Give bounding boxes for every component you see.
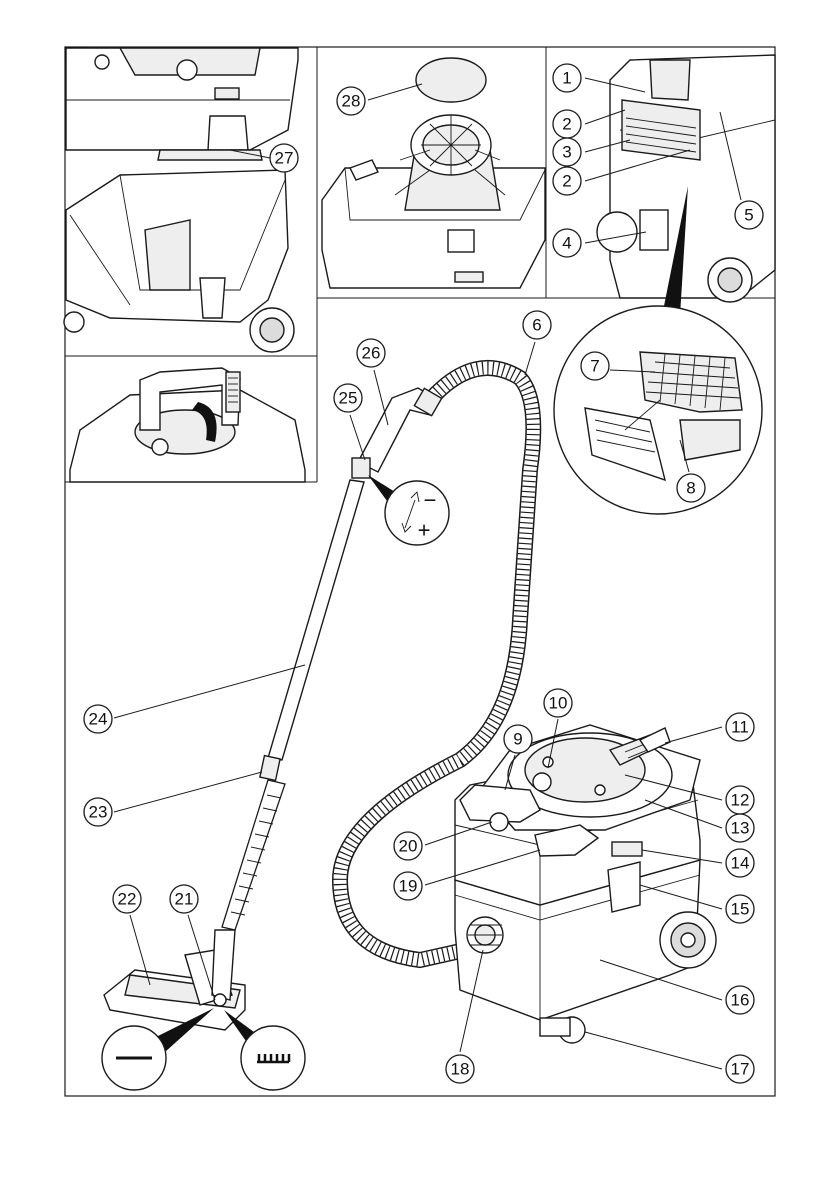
callout-22: 22 xyxy=(113,885,141,913)
callout-9: 9 xyxy=(504,725,532,753)
svg-text:23: 23 xyxy=(89,803,108,822)
svg-text:26: 26 xyxy=(362,344,381,363)
suction-regulator-bubble: − + xyxy=(368,475,449,545)
callout-13: 13 xyxy=(726,814,754,842)
svg-text:17: 17 xyxy=(731,1060,750,1079)
panel-filter-removal xyxy=(70,368,305,482)
callout-2-second: 2 xyxy=(553,167,581,195)
svg-text:4: 4 xyxy=(562,234,571,253)
svg-text:13: 13 xyxy=(731,819,750,838)
floor-mode-brush xyxy=(241,1026,305,1090)
callout-24: 24 xyxy=(84,705,112,733)
filter-detail-bubble xyxy=(554,306,762,514)
callout-25: 25 xyxy=(334,384,362,412)
svg-text:22: 22 xyxy=(118,890,137,909)
svg-text:14: 14 xyxy=(731,854,750,873)
panel-side-view xyxy=(597,55,775,316)
floor-mode-hard xyxy=(102,1026,166,1090)
callout-28: 28 xyxy=(337,87,365,115)
callout-8: 8 xyxy=(677,474,705,502)
svg-text:21: 21 xyxy=(175,890,194,909)
callout-4: 4 xyxy=(553,229,581,257)
vacuum-body xyxy=(455,725,716,1043)
panel-lid-and-container xyxy=(64,48,298,352)
svg-text:19: 19 xyxy=(399,877,418,896)
svg-text:7: 7 xyxy=(590,357,599,376)
svg-text:15: 15 xyxy=(731,900,750,919)
svg-text:11: 11 xyxy=(731,718,749,737)
callout-17: 17 xyxy=(726,1055,754,1083)
filter-ribs xyxy=(421,115,481,175)
svg-text:5: 5 xyxy=(744,206,753,225)
svg-text:18: 18 xyxy=(451,1060,470,1079)
callout-10: 10 xyxy=(544,689,572,717)
callout-27: 27 xyxy=(270,144,298,172)
callout-18: 18 xyxy=(446,1055,474,1083)
svg-text:1: 1 xyxy=(562,69,571,88)
svg-text:28: 28 xyxy=(342,92,361,111)
svg-text:2: 2 xyxy=(562,115,571,134)
callout-23: 23 xyxy=(84,798,112,826)
callout-2: 2 xyxy=(553,110,581,138)
svg-text:16: 16 xyxy=(731,991,750,1010)
callout-16: 16 xyxy=(726,986,754,1014)
minus-sign: − xyxy=(424,488,437,513)
callout-3: 3 xyxy=(553,138,581,166)
svg-text:3: 3 xyxy=(562,143,571,162)
callout-14: 14 xyxy=(726,849,754,877)
callout-5: 5 xyxy=(735,201,763,229)
svg-text:25: 25 xyxy=(339,389,358,408)
callout-20: 20 xyxy=(394,832,422,860)
callout-26: 26 xyxy=(357,339,385,367)
svg-text:2: 2 xyxy=(562,172,571,191)
plus-sign: + xyxy=(418,518,431,543)
callout-19: 19 xyxy=(394,872,422,900)
callout-6: 6 xyxy=(523,311,551,339)
svg-text:27: 27 xyxy=(275,149,294,168)
callout-11: 11 xyxy=(726,713,754,741)
svg-text:24: 24 xyxy=(89,710,108,729)
callout-7: 7 xyxy=(581,352,609,380)
svg-text:8: 8 xyxy=(686,479,695,498)
callout-21: 21 xyxy=(170,885,198,913)
callout-12: 12 xyxy=(726,786,754,814)
svg-text:20: 20 xyxy=(399,837,418,856)
callout-1: 1 xyxy=(553,64,581,92)
svg-text:6: 6 xyxy=(532,316,541,335)
callout-15: 15 xyxy=(726,895,754,923)
svg-text:10: 10 xyxy=(549,694,568,713)
svg-text:9: 9 xyxy=(513,730,522,749)
svg-text:12: 12 xyxy=(731,791,750,810)
